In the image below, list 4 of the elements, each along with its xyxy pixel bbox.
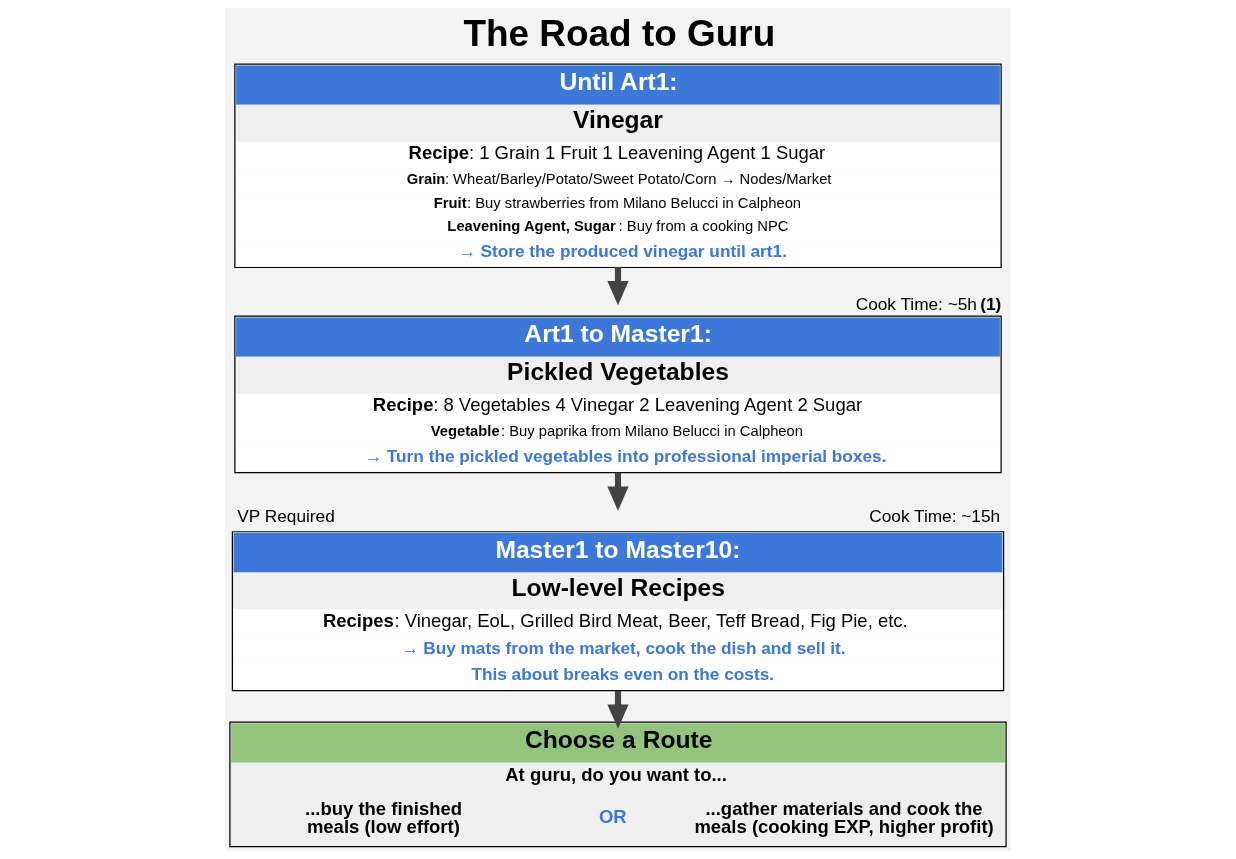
diagram-title: The Road to Guru xyxy=(463,13,776,55)
node-label: Cook Time: ~5h (1) xyxy=(855,294,1002,315)
node-label: VP Required xyxy=(237,506,335,527)
node-label: Cook Time: ~15h xyxy=(869,506,1001,527)
